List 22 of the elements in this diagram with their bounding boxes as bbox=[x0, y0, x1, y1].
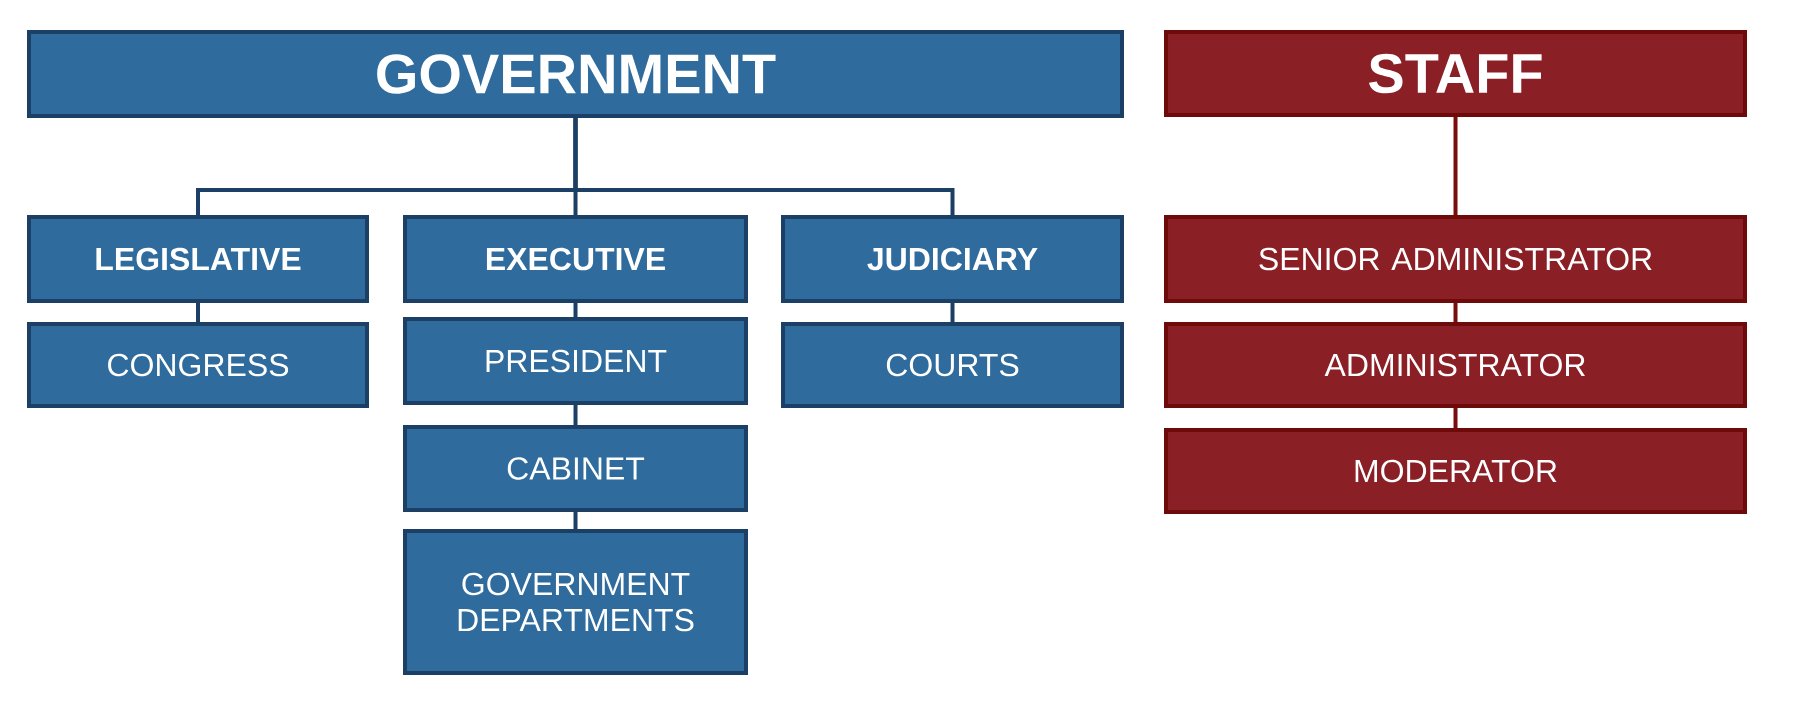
connector-line bbox=[573, 512, 578, 529]
role-box: COURTS bbox=[781, 322, 1124, 408]
role-box: SENIOR ADMINISTRATOR bbox=[1164, 215, 1747, 303]
role-box: ADMINISTRATOR bbox=[1164, 322, 1747, 408]
connector-line bbox=[950, 303, 955, 322]
header-box: GOVERNMENT bbox=[27, 30, 1124, 118]
header-box: STAFF bbox=[1164, 30, 1747, 117]
role-box: PRESIDENT bbox=[403, 317, 748, 405]
connector-line bbox=[1453, 303, 1458, 322]
connector-line bbox=[196, 303, 200, 322]
role-box: GOVERNMENT DEPARTMENTS bbox=[403, 529, 748, 675]
connector-line bbox=[1453, 117, 1458, 215]
branch-box: LEGISLATIVE bbox=[27, 215, 369, 303]
role-box: CABINET bbox=[403, 425, 748, 512]
connector-line bbox=[573, 405, 578, 425]
connector-line bbox=[573, 303, 578, 317]
branch-box: EXECUTIVE bbox=[403, 215, 748, 303]
branch-box: JUDICIARY bbox=[781, 215, 1124, 303]
connector-line bbox=[1453, 408, 1458, 428]
role-box: MODERATOR bbox=[1164, 428, 1747, 514]
role-box: CONGRESS bbox=[27, 322, 369, 408]
connector-line bbox=[573, 118, 955, 215]
